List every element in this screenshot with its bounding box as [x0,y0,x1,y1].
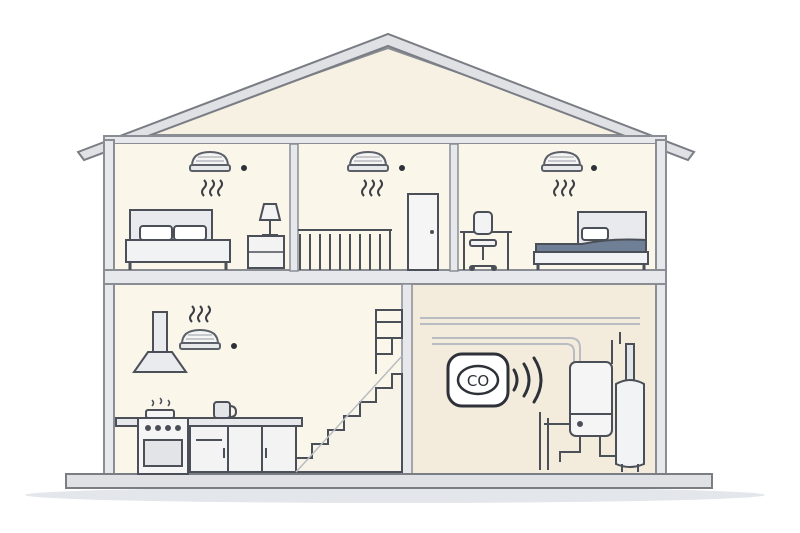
utility-pipes [420,317,640,362]
stairs-icon [295,309,403,473]
upper-partition-left [289,143,299,272]
lower-partition [401,283,413,475]
boiler-tank-icon [611,332,645,472]
door-icon [407,193,439,271]
co-alarm-icon: CO [446,352,510,408]
smoke-detector-icon [179,329,237,350]
left-outer-wall [103,139,115,479]
upper-partition-right [449,143,459,272]
kettle-icon [213,401,238,419]
right-outer-wall [655,139,667,479]
co-alarm-label: CO [467,372,489,390]
attic-floor [103,135,667,145]
attic [139,46,637,136]
bed-icon [125,209,231,270]
bed-icon [533,211,649,270]
smoke-detector-icon [189,151,247,172]
nightstand [247,235,285,269]
smoke-detector-icon [541,151,597,172]
lamp-icon [258,203,282,236]
smoke-detector-icon [347,151,405,172]
roof [76,32,696,162]
range-hood-icon [132,311,188,373]
office-chair-icon [469,211,497,271]
middle-floor [103,269,667,285]
foundation [65,473,713,489]
sound-waves-icon [512,356,543,404]
stair-railing [298,229,392,270]
kitchen-counter [115,417,303,473]
stove-icon [137,397,189,475]
ground-shadow [25,487,765,503]
